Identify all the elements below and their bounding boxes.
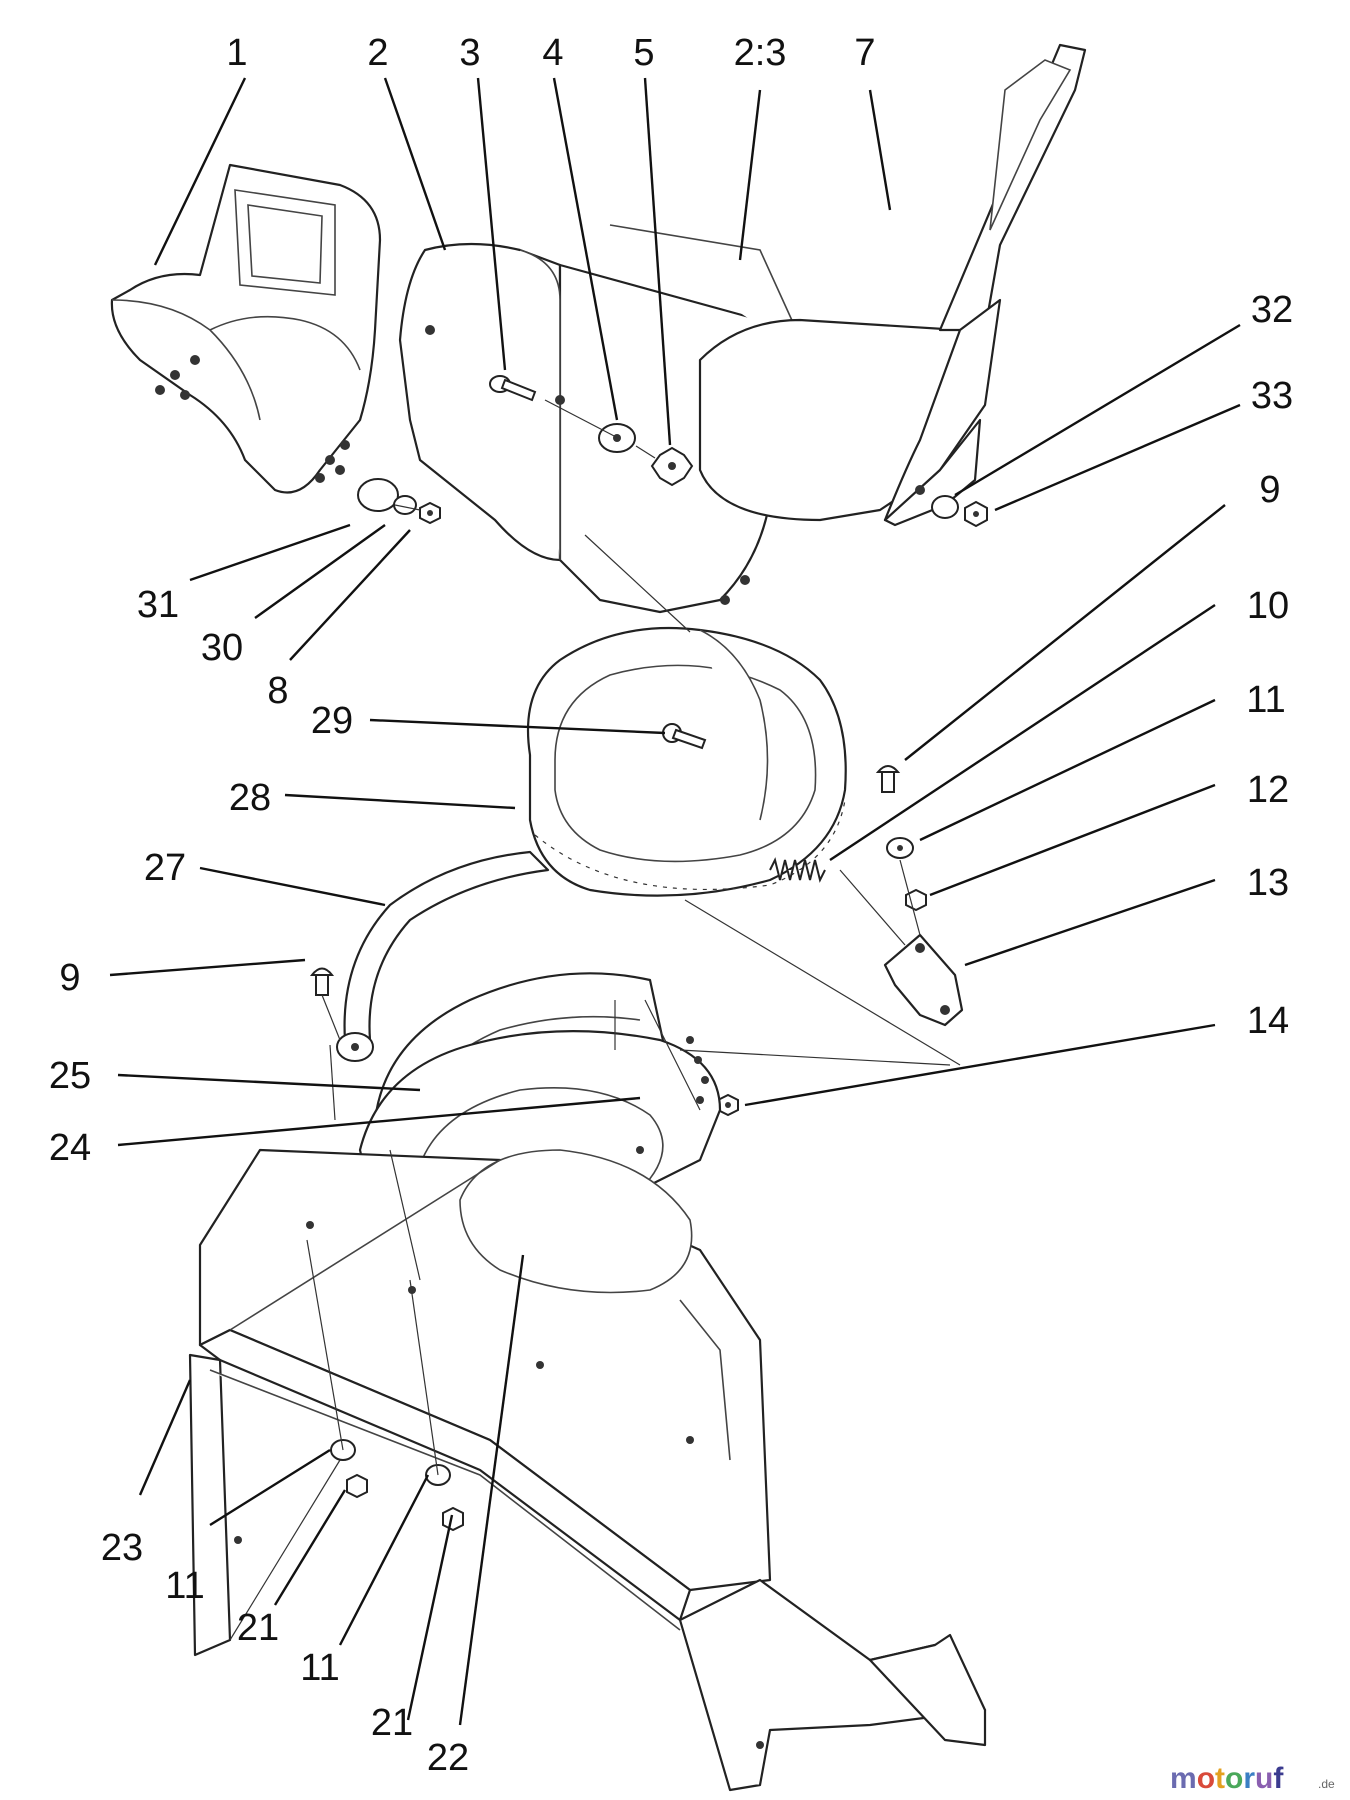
latch-hardware — [769, 837, 964, 1027]
callout-7: 7 — [854, 32, 875, 74]
svg-text:motoruf: motoruf — [1170, 1762, 1284, 1795]
chute-ring-gear-part — [526, 626, 847, 897]
callout-10: 10 — [1247, 585, 1289, 627]
callout-21-b: 21 — [371, 1702, 413, 1744]
wm-m: m — [1170, 1762, 1197, 1795]
callout-2-3: 2:3 — [734, 32, 787, 74]
callout-9-left: 9 — [59, 957, 80, 999]
callout-21-a: 21 — [237, 1607, 279, 1649]
callout-4: 4 — [542, 32, 563, 74]
callout-9-right: 9 — [1259, 469, 1280, 511]
callout-33: 33 — [1251, 375, 1293, 417]
wm-suffix: .de — [1318, 1777, 1335, 1791]
callout-2: 2 — [367, 32, 388, 74]
callout-23: 23 — [101, 1527, 143, 1569]
callout-5: 5 — [633, 32, 654, 74]
watermark-logo: motoruf .de — [1170, 1762, 1335, 1795]
callout-24: 24 — [49, 1127, 91, 1169]
wm-o2: o — [1225, 1762, 1243, 1795]
wm-o1: o — [1197, 1762, 1215, 1795]
callout-22: 22 — [427, 1737, 469, 1779]
handle-hardware — [931, 495, 988, 528]
callout-3: 3 — [459, 32, 480, 74]
callout-25: 25 — [49, 1055, 91, 1097]
callout-labels: 1 2 3 4 5 2:3 7 32 33 9 10 11 12 13 14 3… — [49, 32, 1293, 1779]
callout-13: 13 — [1247, 862, 1289, 904]
callout-31: 31 — [137, 584, 179, 626]
callout-29: 29 — [311, 700, 353, 742]
auger-housing-part — [188, 1148, 987, 1792]
callout-leader-lines — [109, 77, 1241, 1726]
callout-11-right: 11 — [1246, 679, 1285, 721]
callout-8: 8 — [267, 670, 288, 712]
wm-f: f — [1273, 1762, 1284, 1795]
assembly-guide-lines — [229, 399, 961, 1641]
wm-t: t — [1215, 1762, 1225, 1795]
callout-1: 1 — [226, 32, 247, 74]
callout-30: 30 — [201, 627, 243, 669]
callout-14: 14 — [1247, 1000, 1289, 1042]
chute-strap-part — [336, 850, 550, 1062]
wm-r: r — [1243, 1762, 1255, 1795]
wm-u: u — [1255, 1762, 1273, 1795]
callout-11-b: 11 — [300, 1647, 339, 1689]
upper-chute-part — [398, 43, 1087, 614]
callout-32: 32 — [1251, 289, 1293, 331]
callout-27: 27 — [144, 847, 186, 889]
callout-12: 12 — [1247, 769, 1289, 811]
chute-deflector-part — [110, 163, 382, 494]
deflector-hardware — [357, 478, 441, 525]
callout-28: 28 — [229, 777, 271, 819]
callout-11-a: 11 — [165, 1565, 204, 1607]
